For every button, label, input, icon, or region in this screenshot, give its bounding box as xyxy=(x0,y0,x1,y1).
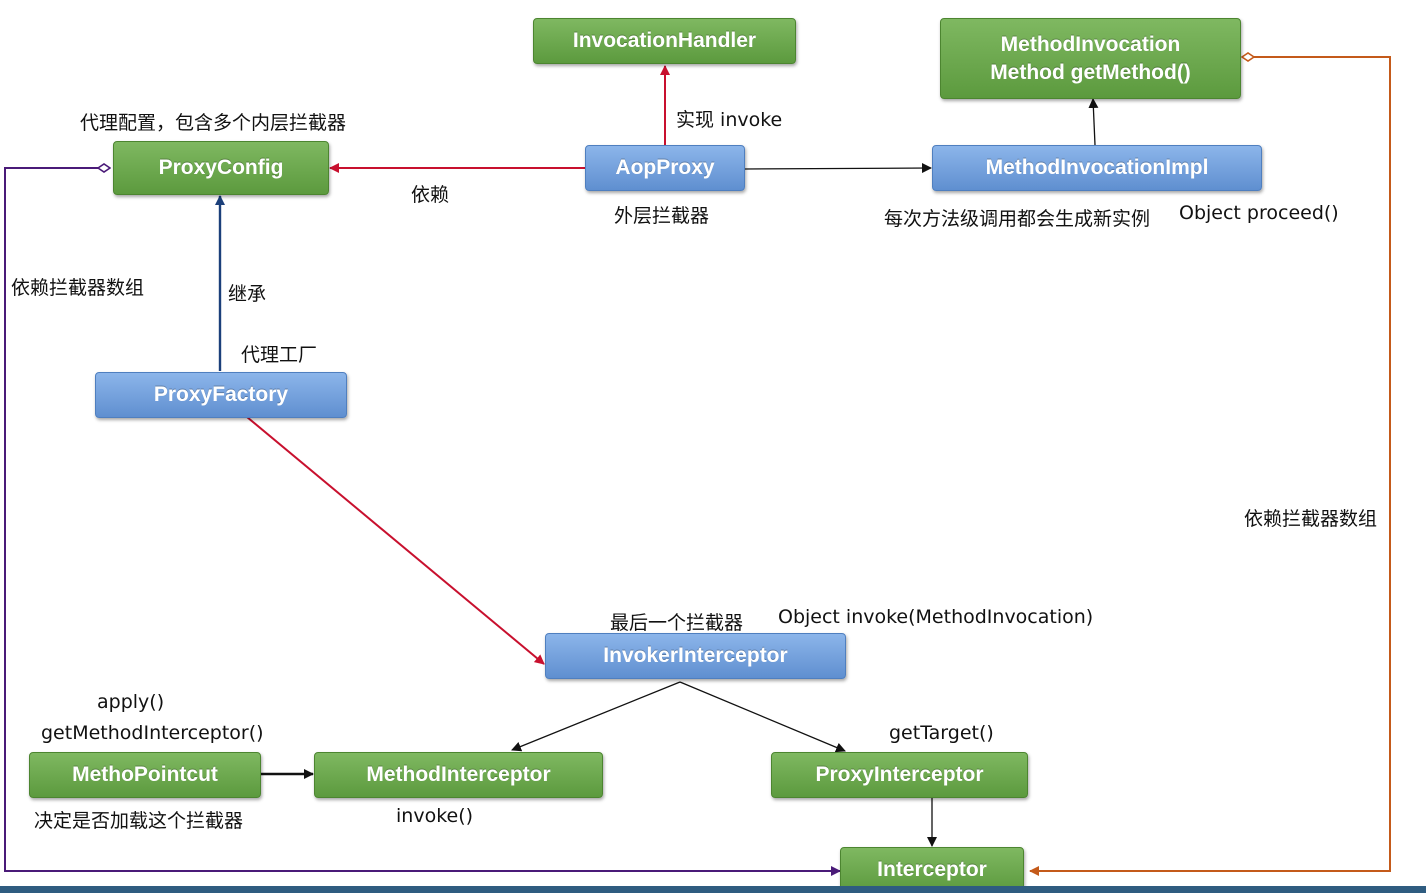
label-object-proceed: Object proceed() xyxy=(1179,202,1339,224)
label-depends-interceptor-array-right: 依赖拦截器数组 xyxy=(1244,508,1378,530)
node-aopproxy-label: AopProxy xyxy=(615,156,715,179)
node-methodinvocation-method: Method getMethod() xyxy=(990,60,1191,84)
node-invokerinterceptor[interactable]: InvokerInterceptor xyxy=(545,633,846,679)
node-methopointcut-label: MethoPointcut xyxy=(72,763,218,786)
node-methodinvocationimpl-label: MethodInvocationImpl xyxy=(985,156,1209,179)
edge-invokerinterceptor-to-proxyinterceptor xyxy=(679,681,846,753)
label-object-invoke: Object invoke(MethodInvocation) xyxy=(778,606,1094,628)
label-new-instance-per-call: 每次方法级调用都会生成新实例 xyxy=(884,208,1151,230)
label-get-target: getTarget() xyxy=(889,722,994,744)
label-get-method-interceptor: getMethodInterceptor() xyxy=(41,722,264,744)
node-methopointcut[interactable]: MethoPointcut xyxy=(29,752,261,798)
edge-proxyconfig-aggregates-interceptor xyxy=(4,168,840,872)
edge-methodinvocationimpl-to-methodinvocation xyxy=(1088,98,1099,146)
label-invoke: invoke() xyxy=(396,805,474,827)
node-proxyconfig-label: ProxyConfig xyxy=(158,156,284,179)
node-methodinvocationimpl[interactable]: MethodInvocationImpl xyxy=(932,145,1262,191)
label-apply: apply() xyxy=(97,691,165,713)
node-interceptor-label: Interceptor xyxy=(877,858,987,881)
node-proxyinterceptor-label: ProxyInterceptor xyxy=(815,763,984,786)
label-proxy-config-desc: 代理配置，包含多个内层拦截器 xyxy=(80,112,347,134)
edge-methodinvocation-aggregates-interceptor xyxy=(1030,57,1391,872)
edge-invokerinterceptor-to-methodinterceptor xyxy=(511,681,681,752)
node-proxyinterceptor[interactable]: ProxyInterceptor xyxy=(771,752,1028,798)
label-outer-interceptor: 外层拦截器 xyxy=(614,205,710,227)
edge-aopproxy-to-methodinvocationimpl xyxy=(744,163,932,174)
node-methodinvocation-title: MethodInvocation xyxy=(1000,32,1181,56)
node-methodinvocation[interactable]: MethodInvocation Method getMethod() xyxy=(940,18,1241,99)
label-last-interceptor: 最后一个拦截器 xyxy=(610,612,744,634)
node-methodinterceptor-label: MethodInterceptor xyxy=(366,763,551,786)
label-decide-load: 决定是否加载这个拦截器 xyxy=(34,810,244,832)
node-invocationhandler-label: InvocationHandler xyxy=(572,29,757,52)
label-depends: 依赖 xyxy=(411,184,450,206)
node-methodinterceptor[interactable]: MethodInterceptor xyxy=(314,752,603,798)
node-invocationhandler[interactable]: InvocationHandler xyxy=(533,18,796,64)
label-inherits: 继承 xyxy=(228,283,267,305)
node-proxyfactory-label: ProxyFactory xyxy=(153,383,289,406)
node-invokerinterceptor-label: InvokerInterceptor xyxy=(603,644,788,667)
label-proxy-factory-desc: 代理工厂 xyxy=(241,344,318,366)
node-interceptor[interactable]: Interceptor xyxy=(840,847,1024,893)
label-depends-interceptor-array-left: 依赖拦截器数组 xyxy=(11,277,145,299)
label-implements-invoke: 实现 invoke xyxy=(676,109,783,131)
node-proxyconfig[interactable]: ProxyConfig xyxy=(113,141,329,195)
edge-proxyfactory-to-invokerinterceptor xyxy=(246,416,545,665)
bottom-strip xyxy=(0,886,1426,893)
node-aopproxy[interactable]: AopProxy xyxy=(585,145,745,191)
node-proxyfactory[interactable]: ProxyFactory xyxy=(95,372,347,418)
